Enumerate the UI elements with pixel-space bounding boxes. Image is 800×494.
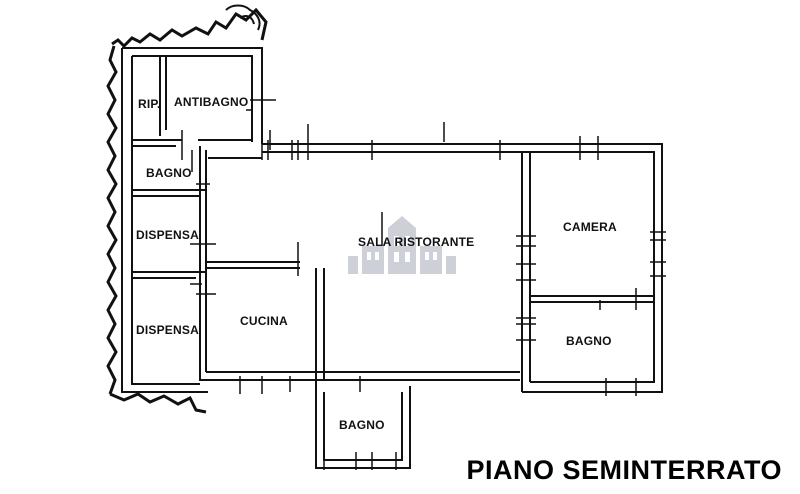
room-label-bagno-left: BAGNO xyxy=(146,166,192,180)
openings xyxy=(181,99,666,470)
room-label-antibagno: ANTIBAGNO xyxy=(174,95,249,109)
room-label-bagno-bottom: BAGNO xyxy=(339,418,385,432)
room-label-dispensa-upper: DISPENSA xyxy=(136,228,199,242)
room-label-sala-ristorante: SALA RISTORANTE xyxy=(358,235,475,249)
room-label-dispensa-lower: DISPENSA xyxy=(136,323,199,337)
room-label-bagno-right: BAGNO xyxy=(566,334,612,348)
floor-title: PIANO SEMINTERRATO xyxy=(466,455,782,485)
terrain-hatching xyxy=(106,4,268,414)
building-icon xyxy=(348,216,456,274)
room-label-cucina: CUCINA xyxy=(240,314,288,328)
room-label-rip: RIP. xyxy=(138,97,161,111)
room-label-camera: CAMERA xyxy=(563,220,617,234)
